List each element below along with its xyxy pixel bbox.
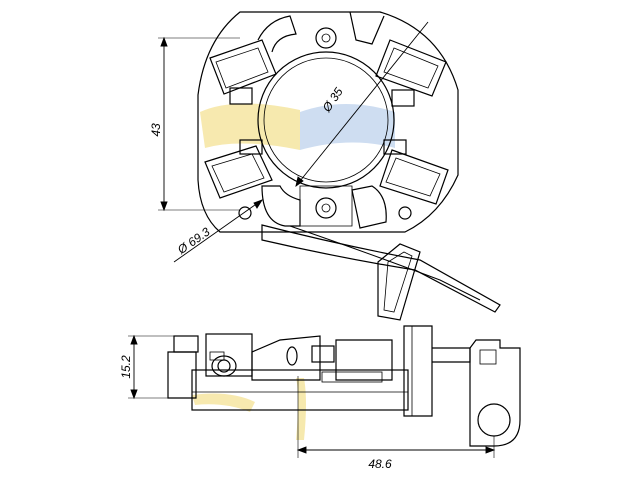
bottom-terminal-left	[261, 185, 301, 227]
dim-length-label: 48.6	[368, 457, 392, 471]
dim-length	[296, 376, 496, 458]
dim-height-top-view	[158, 36, 240, 212]
lead-wire-2	[289, 225, 481, 301]
dim-height-label: 43	[149, 123, 163, 137]
watermark-yellow-bottom	[296, 378, 306, 440]
brush-holder-top-right	[375, 39, 447, 107]
watermark-blue-right	[300, 104, 395, 150]
side-base	[191, 369, 409, 411]
side-lead-wire	[432, 347, 471, 363]
dim-inner-diameter	[295, 21, 429, 188]
top-view	[197, 11, 501, 321]
mount-hole-bottom	[315, 197, 337, 219]
watermark-yellow-left-bottom	[192, 393, 255, 412]
watermark-logo	[192, 103, 395, 440]
dim-side-height-label: 15.2	[119, 355, 133, 379]
dim-outer-diameter	[173, 199, 264, 263]
mount-hole-top	[315, 27, 337, 49]
dim-side-height	[128, 334, 178, 400]
small-hole-left	[238, 206, 252, 220]
lug-hole	[477, 403, 511, 437]
brush-holder-top-left	[209, 39, 277, 105]
spring-arm-top	[257, 15, 297, 53]
side-terminal-lug	[469, 339, 521, 447]
side-view	[167, 325, 521, 447]
plate-outline	[197, 11, 459, 233]
side-pin	[286, 346, 298, 366]
watermark-yellow-left	[200, 103, 300, 150]
connector-block	[377, 243, 421, 321]
brush-holder-bottom-left	[204, 139, 273, 199]
side-mid-bracket	[251, 335, 321, 381]
center-bracket	[299, 185, 353, 227]
dim-outer-diameter-label: Ø 69.3	[174, 224, 213, 257]
lead-wire-1	[261, 224, 501, 313]
bottom-terminal-right	[351, 185, 387, 229]
inner-ring-2	[263, 57, 389, 183]
small-hole-right	[398, 206, 412, 220]
side-connector-plate	[403, 325, 433, 417]
spring-arm-top-right	[349, 11, 385, 45]
side-right-block	[335, 339, 393, 381]
brush-holder-bottom-right	[379, 139, 449, 205]
inner-ring	[257, 51, 395, 189]
